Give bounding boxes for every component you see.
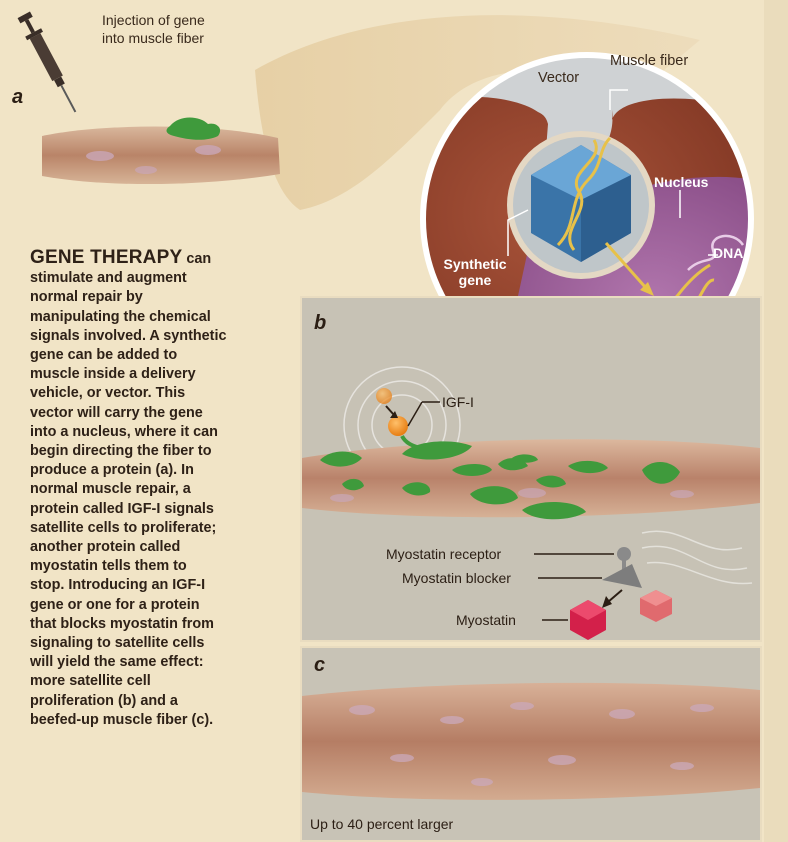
body-line-20: signaling to satellite cells (30, 634, 292, 653)
nucleus-label: Nucleus (654, 174, 708, 190)
body-line-6: muscle inside a delivery (30, 365, 292, 384)
body-line-3: manipulating the chemical (30, 308, 292, 327)
body-line-11: produce a protein (a). In (30, 461, 292, 480)
myostatin-label: Myostatin (456, 612, 516, 628)
panel-b: b (300, 296, 762, 642)
body-title: GENE THERAPY (30, 247, 182, 268)
body-line-24: beefed-up muscle fiber (c). (30, 711, 292, 730)
body-line-0-text: can (182, 251, 211, 267)
muscle-fiber-label: Muscle fiber (610, 53, 688, 70)
myostatin-receptor-label: Myostatin receptor (386, 546, 501, 562)
body-line-2: normal repair by (30, 288, 292, 307)
injection-label: Injection of gene into muscle fiber (102, 11, 272, 47)
body-text: GENE THERAPY can stimulate and augmentno… (30, 248, 292, 730)
body-line-14: satellite cells to proliferate; (30, 519, 292, 538)
muscle-fiber-c (302, 648, 760, 840)
synthetic-gene-line1: Synthetic (440, 256, 510, 272)
body-line-15: another protein called (30, 538, 292, 557)
body-lines: stimulate and augmentnormal repair byman… (30, 269, 292, 730)
panel-b-illustration (302, 298, 760, 640)
injection-label-line2: into muscle fiber (102, 29, 272, 47)
body-line-9: into a nucleus, where it can (30, 423, 292, 442)
body-line-13: protein called IGF-I signals (30, 500, 292, 519)
body-line-5: gene can be added to (30, 346, 292, 365)
body-line-18: gene or one for a protein (30, 596, 292, 615)
body-line-23: proliferation (b) and a (30, 692, 292, 711)
panel-letter-a: a (12, 86, 23, 109)
vector-label: Vector (538, 70, 579, 87)
igf-label: IGF-I (442, 394, 474, 410)
synthetic-gene-label: Synthetic gene (440, 256, 510, 288)
body-line-7: vehicle, or vector. This (30, 384, 292, 403)
body-line-19: that blocks myostatin from (30, 615, 292, 634)
muscle-fiber-a (38, 104, 284, 190)
body-line-0: GENE THERAPY can (30, 248, 292, 269)
body-line-21: will yield the same effect: (30, 653, 292, 672)
panel-c: c Up to 40 percent larger (300, 646, 762, 842)
body-line-4: signals involved. A synthetic (30, 327, 292, 346)
body-line-16: myostatin tells them to (30, 557, 292, 576)
body-line-1: stimulate and augment (30, 269, 292, 288)
injection-label-line1: Injection of gene (102, 11, 272, 29)
myostatin-blocker-label: Myostatin blocker (402, 570, 511, 586)
body-line-17: stop. Introducing an IGF-I (30, 576, 292, 595)
body-line-8: vector will carry the gene (30, 404, 292, 423)
body-line-22: more satellite cell (30, 672, 292, 691)
synthetic-gene-line2: gene (440, 272, 510, 288)
body-line-10: begin directing the fiber to (30, 442, 292, 461)
body-line-12: normal muscle repair, a (30, 480, 292, 499)
panel-c-caption: Up to 40 percent larger (310, 816, 453, 832)
dna-label: DNA (713, 245, 743, 261)
right-border (764, 0, 788, 842)
